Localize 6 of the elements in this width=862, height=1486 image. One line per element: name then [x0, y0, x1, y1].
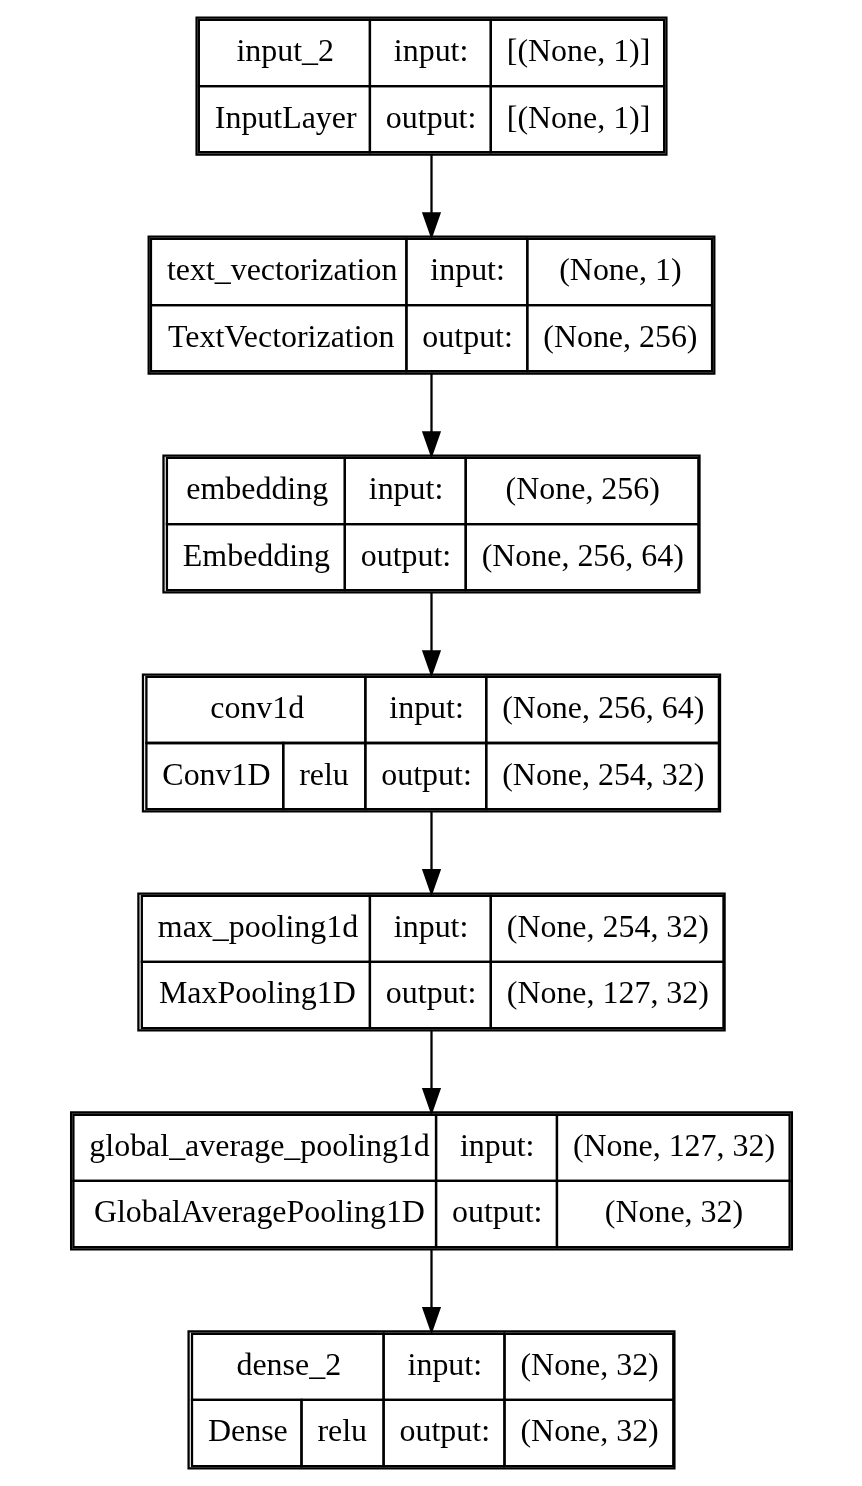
- arrow: [421, 1030, 441, 1116]
- arrow: [421, 1249, 441, 1335]
- arrow: [421, 593, 441, 678]
- arrow: [421, 811, 441, 897]
- arrow: [421, 374, 441, 459]
- arrow: [421, 155, 441, 240]
